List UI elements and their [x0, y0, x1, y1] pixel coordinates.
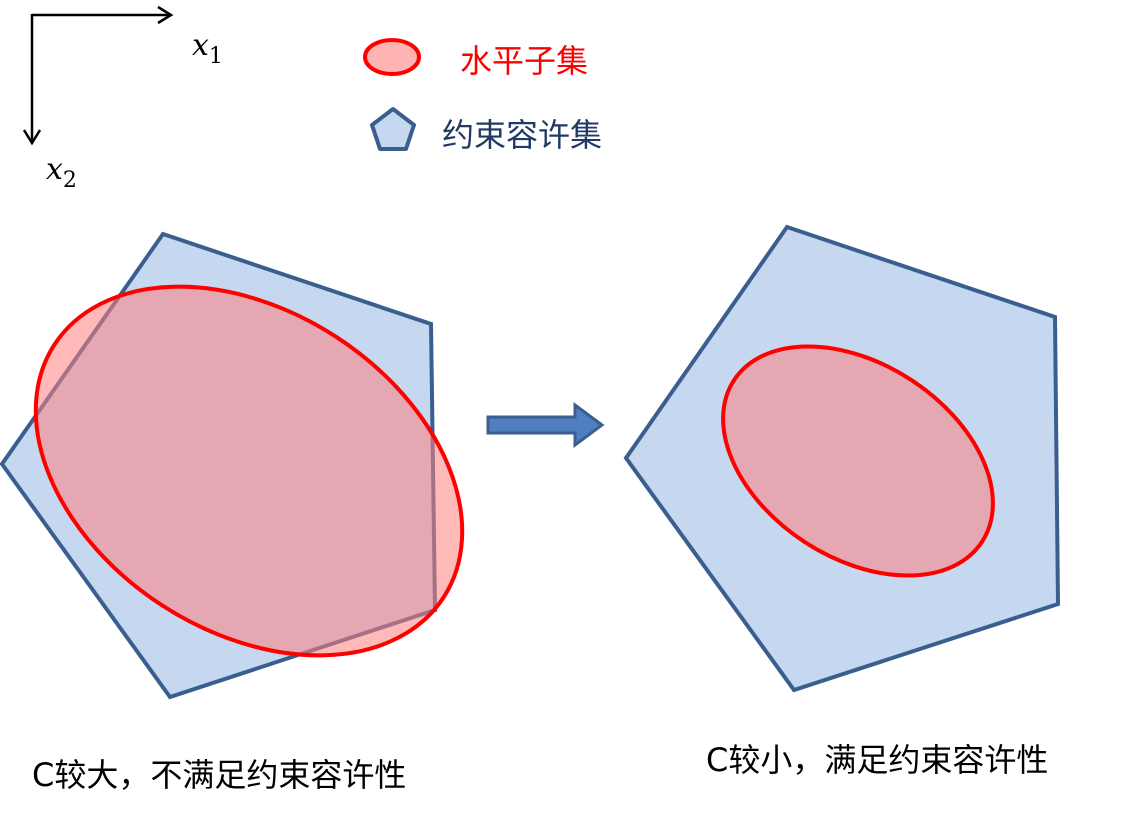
x2-label: x2: [46, 152, 77, 193]
pentagon-icon: [370, 107, 416, 151]
x1-label: x1: [192, 28, 223, 69]
x2-subscript: 2: [62, 168, 77, 193]
left-panel: [0, 231, 465, 700]
right-caption: C较小，满足约束容许性: [706, 741, 1049, 779]
x2-arrowhead-icon: [22, 129, 42, 146]
legend-level-set-label: 水平子集: [460, 42, 589, 80]
x2-symbol: x: [46, 152, 63, 187]
level-set-ellipse: [33, 284, 465, 658]
ellipse-icon: [363, 38, 421, 76]
x1-subscript: 1: [208, 44, 223, 69]
legend-constraint-set-label: 约束容许集: [442, 116, 603, 154]
x1-arrowhead-icon: [157, 5, 174, 25]
right-panel: [623, 224, 1061, 693]
right-arrow-icon: [486, 402, 605, 448]
x1-symbol: x: [192, 28, 209, 63]
left-caption: C较大，不满足约束容许性: [32, 756, 407, 794]
level-set-ellipse: [721, 344, 995, 578]
axes: [22, 5, 174, 146]
legend-shapes: [363, 38, 421, 151]
